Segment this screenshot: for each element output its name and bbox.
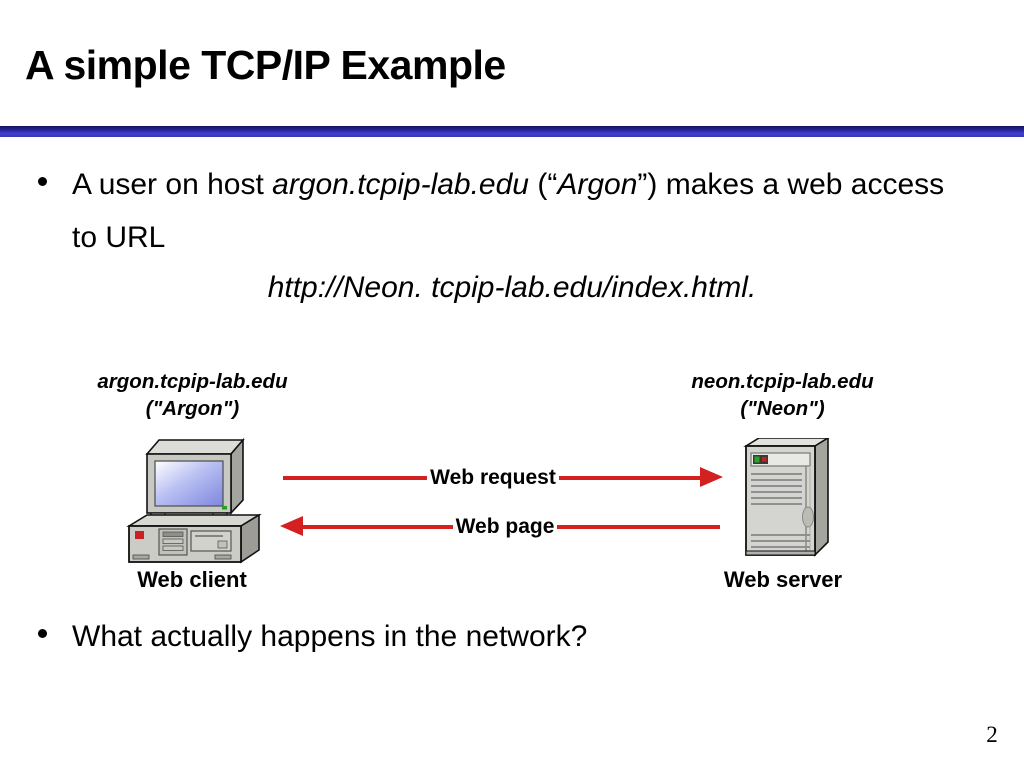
- web-request-arrowhead-icon: [700, 467, 723, 487]
- server-caption: Web server: [723, 567, 843, 592]
- server-host-label: neon.tcpip-lab.edu ("Neon"): [645, 368, 920, 422]
- client-hostname: argon.tcpip-lab.edu: [97, 370, 288, 393]
- text-segment-italic: argon.tcpip-lab.edu: [272, 168, 529, 201]
- text-segment: ”) makes a web access to URL: [72, 168, 945, 254]
- bullet-dot: [38, 177, 47, 186]
- bullet-text: What actually happens in the network?: [72, 620, 588, 653]
- client-host-label: argon.tcpip-lab.edu ("Argon"): [55, 368, 330, 422]
- text-segment: (“: [529, 168, 558, 201]
- client-computer-icon: [126, 437, 262, 564]
- bullet-user-access: A user on host argon.tcpip-lab.edu (“Arg…: [36, 158, 956, 264]
- bullet-question: What actually happens in the network?: [36, 610, 956, 663]
- url-text: http://Neon. tcpip-lab.edu/index.html.: [267, 271, 757, 304]
- client-caption: Web client: [137, 567, 247, 592]
- text-segment-italic: Argon: [557, 168, 638, 201]
- text-segment: A user on host: [72, 168, 273, 201]
- web-request-label: Web request: [283, 465, 703, 490]
- web-page-arrowhead-icon: [280, 516, 303, 536]
- web-page-label: Web page: [295, 514, 715, 539]
- slide-title: A simple TCP/IP Example: [25, 42, 506, 88]
- page-number: 2: [986, 722, 998, 747]
- server-tower-icon: [743, 438, 830, 557]
- server-hostname: neon.tcpip-lab.edu: [691, 370, 874, 393]
- title-divider-bar: [0, 126, 1024, 137]
- bullet-text: A user on host argon.tcpip-lab.edu (“Arg…: [72, 158, 947, 264]
- bullet-dot: [38, 629, 47, 638]
- client-alias: ("Argon"): [145, 397, 240, 420]
- server-alias: ("Neon"): [740, 397, 825, 420]
